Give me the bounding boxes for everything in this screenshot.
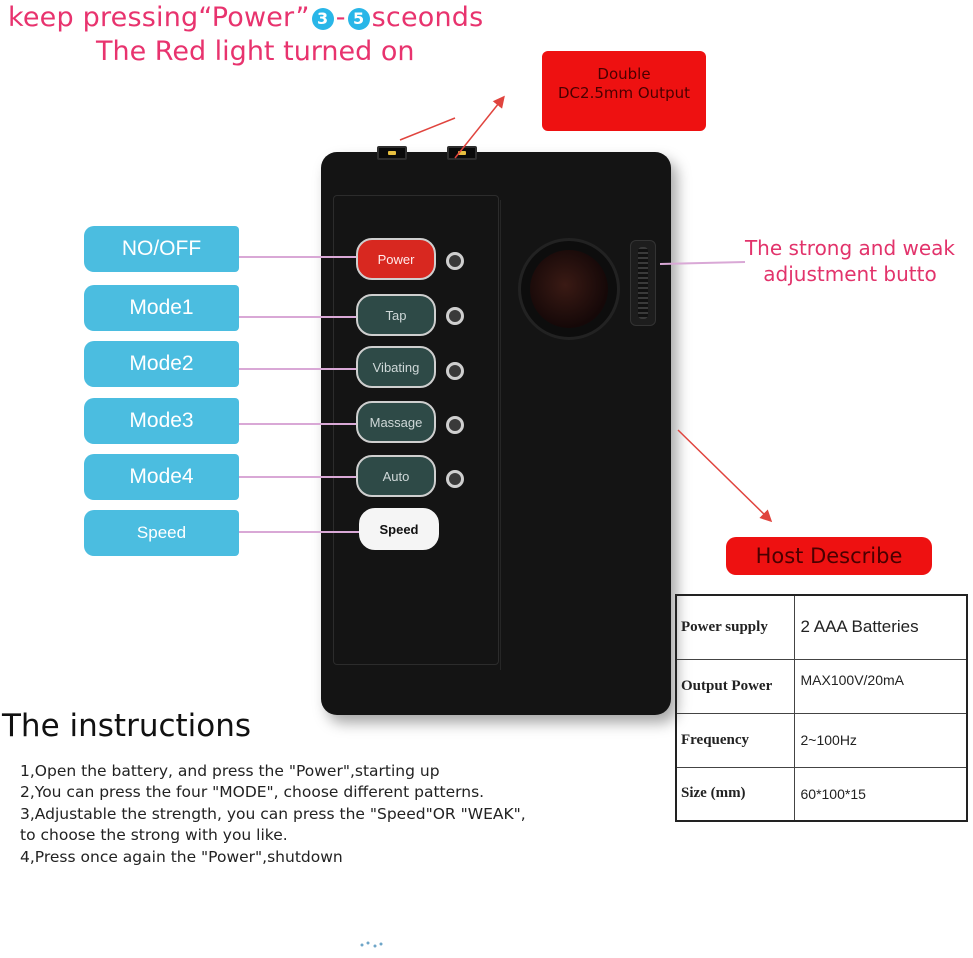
strength-wheel-icon[interactable] (630, 240, 656, 326)
spec-table: Power supply 2 AAA Batteries Output Powe… (675, 594, 968, 822)
number-badge-5: 5 (347, 8, 370, 30)
label-mode4: Mode4 (84, 454, 239, 500)
power-led-icon (446, 252, 464, 270)
label-mode2: Mode2 (84, 341, 239, 387)
host-arrow-icon (677, 429, 773, 523)
spec-key: Size (mm) (675, 766, 795, 822)
spec-value: MAX100V/20mA (793, 658, 968, 714)
table-row: Power supply 2 AAA Batteries (675, 594, 968, 660)
headline-text: keep pressing“Power” (8, 2, 310, 33)
connector-line-mode4 (239, 476, 356, 478)
decorative-dots-icon (360, 941, 383, 948)
device-auto-button[interactable]: Auto (356, 455, 436, 497)
label-speed: Speed (84, 510, 239, 556)
strength-label-line-2: adjustment butto (763, 262, 937, 286)
connector-line-power (239, 256, 356, 258)
strength-label-line-1: The strong and weak (744, 236, 956, 260)
massage-led-icon (446, 416, 464, 434)
connector-line-mode2 (239, 368, 356, 370)
headline-line-2: The Red light turned on (96, 36, 415, 67)
spec-value: 2~100Hz (793, 712, 968, 768)
label-mode1: Mode1 (84, 285, 239, 331)
device-speed-button[interactable]: Speed (359, 508, 439, 550)
connector-line-mode1 (239, 316, 356, 318)
spec-value: 2 AAA Batteries (793, 594, 968, 660)
table-row: Size (mm) 60*100*15 (675, 766, 968, 822)
headline-dash: - (335, 2, 346, 33)
instruction-line: 3,Adjustable the strength, you can press… (20, 805, 526, 823)
dc-output-port-right (447, 146, 477, 160)
device-massage-button[interactable]: Massage (356, 401, 436, 443)
connector-line-speed (239, 531, 359, 533)
instruction-line: 2,You can press the four "MODE", choose … (20, 783, 485, 801)
spec-key: Frequency (675, 712, 795, 768)
strength-adjust-label: The strong and weak adjustment butto (720, 235, 973, 287)
output-label: Double DC2.5mm Output (542, 51, 706, 131)
tap-led-icon (446, 307, 464, 325)
instructions-title: The instructions (2, 708, 252, 744)
number-badge-3: 3 (311, 8, 334, 30)
instruction-line: 1,Open the battery, and press the "Power… (20, 762, 440, 780)
table-row: Frequency 2~100Hz (675, 712, 968, 768)
table-row: Output Power MAX100V/20mA (675, 658, 968, 714)
auto-led-icon (446, 470, 464, 488)
strength-knob[interactable] (530, 250, 608, 328)
vibating-led-icon (446, 362, 464, 380)
instruction-line: to choose the strong with you like. (20, 826, 288, 844)
device-divider (500, 200, 501, 670)
device-tap-button[interactable]: Tap (356, 294, 436, 336)
instruction-line: 4,Press once again the "Power",shutdown (20, 848, 343, 866)
label-mode3: Mode3 (84, 398, 239, 444)
device-vibating-button[interactable]: Vibating (356, 346, 436, 388)
connector-line-mode3 (239, 423, 356, 425)
spec-key: Power supply (675, 594, 795, 660)
output-label-line-2: DC2.5mm Output (558, 84, 690, 102)
headline-text-end: sceonds (371, 2, 484, 33)
output-label-line-1: Double (597, 65, 651, 83)
output-arrow-icon (399, 117, 456, 141)
dc-output-port-left (377, 146, 407, 160)
host-describe-badge: Host Describe (726, 537, 932, 575)
label-no-off: NO/OFF (84, 226, 239, 272)
spec-value: 60*100*15 (793, 766, 968, 822)
device-power-button[interactable]: Power (356, 238, 436, 280)
device-button-panel (333, 195, 499, 665)
spec-key: Output Power (675, 658, 795, 714)
